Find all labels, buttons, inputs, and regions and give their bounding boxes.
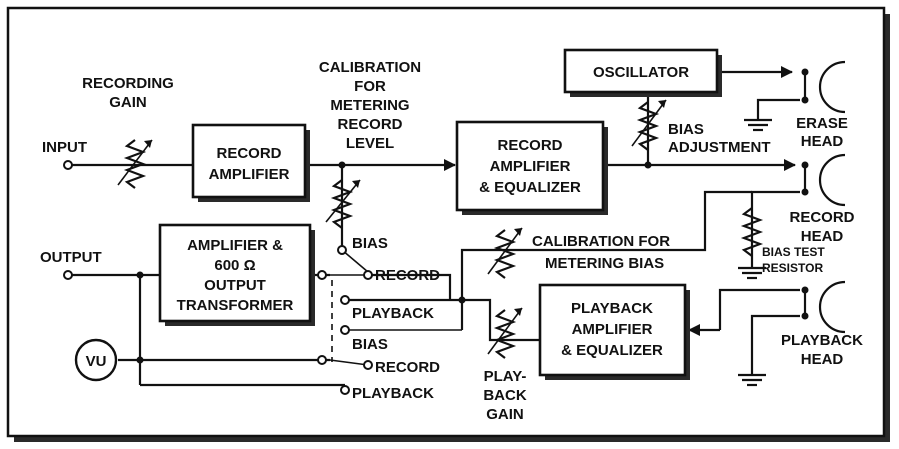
switch2-playback-label: PLAYBACK: [352, 385, 434, 402]
calibration-metering-label-3: METERING: [330, 97, 409, 114]
calibration-bias-label-1: CALIBRATION FOR: [532, 233, 670, 250]
output-label: OUTPUT: [40, 249, 102, 266]
record-head-label-2: HEAD: [801, 228, 844, 245]
playback-head-label-2: HEAD: [801, 351, 844, 368]
playback-gain-label-1: PLAY-: [484, 368, 527, 385]
erase-head-label-2: HEAD: [801, 133, 844, 150]
bias-test-resistor-label-1: BIAS TEST: [762, 245, 825, 259]
output-amplifier-block: AMPLIFIER & 600 Ω OUTPUT TRANSFORMER: [158, 223, 315, 326]
switch1-record-label: RECORD: [375, 267, 440, 284]
input-label: INPUT: [42, 139, 87, 156]
bias-adjustment-potentiometer: [631, 99, 667, 151]
switch1-playback-label: PLAYBACK: [352, 305, 434, 322]
labels: INPUT OUTPUT RECORDING GAIN CALIBRATION …: [40, 59, 863, 423]
recording-gain-label-2: GAIN: [109, 94, 147, 111]
record-amp-eq-line3: & EQUALIZER: [479, 179, 581, 196]
recording-gain-potentiometer: [117, 139, 153, 189]
record-amplifier-line1: RECORD: [216, 145, 281, 162]
record-amp-eq-line1: RECORD: [497, 137, 562, 154]
record-amp-eq-line2: AMPLIFIER: [490, 158, 571, 175]
calibration-metering-label-4: RECORD: [337, 116, 402, 133]
recording-gain-label-1: RECORDING: [82, 75, 174, 92]
junctions: [136, 161, 652, 364]
calibration-bias-label-2: METERING BIAS: [545, 255, 664, 272]
playback-amp-eq-line3: & EQUALIZER: [561, 342, 663, 359]
playback-gain-potentiometer: [487, 307, 523, 359]
playback-gain-label-2: BACK: [483, 387, 526, 404]
calibration-metering-bias-potentiometer: [487, 227, 523, 279]
ground-symbols: [738, 118, 772, 387]
calibration-metering-label-5: LEVEL: [346, 135, 394, 152]
calibration-record-level-potentiometer: [325, 179, 361, 229]
playback-amplifier-equalizer-block: PLAYBACK AMPLIFIER & EQUALIZER: [538, 283, 690, 380]
wires: [70, 70, 800, 387]
playback-head-label-1: PLAYBACK: [781, 332, 863, 349]
switch1-bias-label: BIAS: [352, 235, 388, 252]
playback-head-icon: [801, 280, 846, 334]
record-head-label-1: RECORD: [789, 209, 854, 226]
bias-adjustment-label-1: BIAS: [668, 121, 704, 138]
bias-test-resistor: [740, 207, 764, 257]
erase-head-icon: [801, 60, 846, 114]
terminals: [63, 160, 373, 395]
output-amp-line3: OUTPUT: [204, 277, 266, 294]
record-amplifier-line2: AMPLIFIER: [209, 166, 290, 183]
record-amplifier-equalizer-block: RECORD AMPLIFIER & EQUALIZER: [455, 120, 608, 215]
bias-adjustment-label-2: ADJUSTMENT: [668, 139, 771, 156]
output-amp-line4: TRANSFORMER: [177, 297, 294, 314]
vu-label: VU: [86, 353, 107, 370]
playback-amp-eq-line1: PLAYBACK: [571, 300, 653, 317]
oscillator-label: OSCILLATOR: [593, 64, 689, 81]
playback-amp-eq-line2: AMPLIFIER: [572, 321, 653, 338]
oscillator-block: OSCILLATOR: [563, 48, 722, 97]
bias-test-resistor-label-2: RESISTOR: [762, 261, 823, 275]
erase-head-label-1: ERASE: [796, 115, 848, 132]
calibration-metering-label-2: FOR: [354, 78, 386, 95]
record-head-icon: [801, 153, 846, 207]
output-amp-line2: 600 Ω: [214, 257, 255, 274]
output-amp-line1: AMPLIFIER &: [187, 237, 283, 254]
vu-meter: VU: [74, 338, 118, 382]
switch2-record-label: RECORD: [375, 359, 440, 376]
frame: [6, 6, 886, 438]
calibration-metering-label-1: CALIBRATION: [319, 59, 421, 76]
record-amplifier-block: RECORD AMPLIFIER: [191, 123, 310, 202]
playback-gain-label-3: GAIN: [486, 406, 524, 423]
switch2-bias-label: BIAS: [352, 336, 388, 353]
